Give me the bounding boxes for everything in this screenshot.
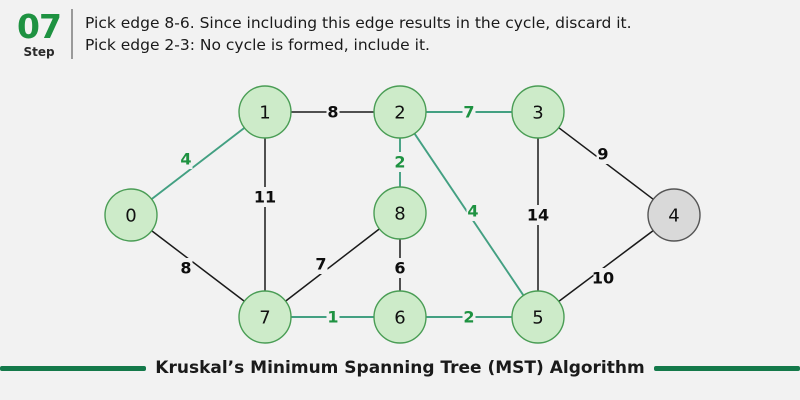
edge-weight-6-7: 1 — [327, 308, 338, 327]
step-word-label: Step — [23, 45, 55, 59]
graph-svg: 4 8 8 11 7 2 4 9 14 10 2 1 6 7 0 1 2 3 4 5 6 7 8 — [104, 85, 701, 344]
step-description-line-1: Pick edge 8-6. Since including this edge… — [85, 14, 632, 32]
graph-node-8[interactable]: 8 — [373, 186, 427, 240]
edge-weight-0-7: 8 — [180, 259, 191, 278]
edge-weight-1-2: 8 — [327, 103, 338, 122]
graph-edge-0-7 — [151, 230, 245, 302]
node-label-5: 5 — [532, 308, 543, 329]
node-label-2: 2 — [394, 103, 405, 124]
edge-weight-3-5: 14 — [527, 206, 549, 225]
caption-rule-left — [0, 365, 147, 371]
caption-text: Kruskal’s Minimum Spanning Tree (MST) Al… — [155, 358, 645, 378]
edge-label-layer: 4 8 8 11 7 2 4 9 14 10 2 1 6 7 — [179, 102, 614, 327]
graph-node-1[interactable]: 1 — [238, 85, 292, 139]
step-badge: 07 Step — [0, 0, 68, 58]
node-label-3: 3 — [532, 103, 543, 124]
edge-weight-0-1: 4 — [180, 150, 191, 169]
edge-weight-3-4: 9 — [597, 145, 608, 164]
edge-label-backdrop — [326, 102, 340, 122]
graph-node-7[interactable]: 7 — [238, 290, 292, 344]
edge-label-backdrop — [466, 201, 480, 221]
edge-label-backdrop — [179, 149, 193, 169]
edge-label-backdrop — [393, 152, 407, 172]
edge-weight-1-7: 11 — [254, 188, 276, 207]
node-label-8: 8 — [394, 204, 405, 225]
node-circle-1 — [238, 85, 292, 139]
caption-rule-right — [653, 365, 800, 371]
graph-node-5[interactable]: 5 — [511, 290, 565, 344]
edge-weight-2-3: 7 — [463, 103, 474, 122]
node-circle-7 — [238, 290, 292, 344]
edge-label-backdrop — [314, 254, 328, 274]
graph-node-0[interactable]: 0 — [104, 188, 158, 242]
edge-label-backdrop — [179, 258, 193, 278]
edge-weight-5-6: 2 — [463, 308, 474, 327]
diagram-caption: Kruskal’s Minimum Spanning Tree (MST) Al… — [0, 358, 800, 378]
node-circle-2 — [373, 85, 427, 139]
edge-label-backdrop — [593, 268, 613, 288]
edge-weight-2-8: 2 — [394, 153, 405, 172]
edge-weight-8-6: 6 — [394, 259, 405, 278]
graph-node-6[interactable]: 6 — [373, 290, 427, 344]
edge-label-backdrop — [596, 144, 610, 164]
node-circle-3 — [511, 85, 565, 139]
node-circle-5 — [511, 290, 565, 344]
edge-label-backdrop — [255, 187, 275, 207]
graph-edge-8-7 — [285, 228, 380, 302]
node-label-7: 7 — [259, 308, 270, 329]
edge-label-backdrop — [393, 258, 407, 278]
node-label-1: 1 — [259, 103, 270, 124]
header-divider — [71, 9, 73, 59]
edge-label-backdrop — [462, 307, 476, 327]
step-header: 07 Step Pick edge 8-6. Since including t… — [0, 0, 800, 84]
graph-node-4[interactable]: 4 — [647, 188, 701, 242]
node-circle-6 — [373, 290, 427, 344]
node-label-4: 4 — [668, 206, 679, 227]
node-label-0: 0 — [125, 206, 136, 227]
node-layer: 0 1 2 3 4 5 6 7 8 — [104, 85, 701, 344]
node-circle-4 — [647, 188, 701, 242]
step-description-line-2: Pick edge 2-3: No cycle is formed, inclu… — [85, 36, 430, 54]
edge-weight-2-5: 4 — [467, 202, 478, 221]
node-circle-0 — [104, 188, 158, 242]
edge-label-backdrop — [462, 102, 476, 122]
edge-weight-4-5: 10 — [592, 269, 614, 288]
edge-weight-8-7: 7 — [315, 255, 326, 274]
step-number: 07 — [17, 7, 62, 46]
graph-edge-4-5 — [558, 230, 654, 302]
edge-label-backdrop — [326, 307, 340, 327]
graph-node-3[interactable]: 3 — [511, 85, 565, 139]
node-label-6: 6 — [394, 308, 405, 329]
graph-node-2[interactable]: 2 — [373, 85, 427, 139]
graph-edge-0-1 — [151, 127, 245, 200]
edge-label-backdrop — [528, 205, 548, 225]
node-circle-8 — [373, 186, 427, 240]
step-description: Pick edge 8-6. Since including this edge… — [85, 12, 632, 56]
